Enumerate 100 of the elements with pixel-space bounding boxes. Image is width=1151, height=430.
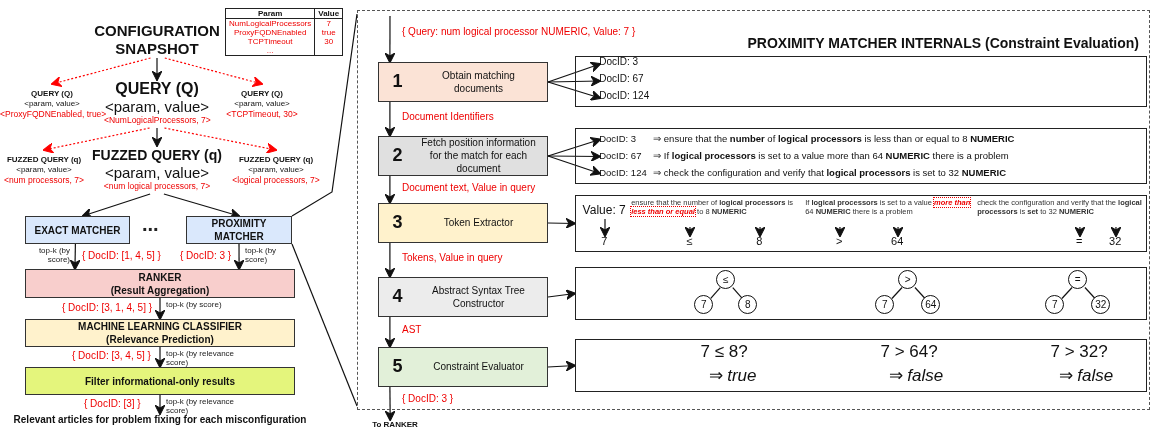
arrow	[684, 226, 696, 238]
matcher-box: EXACT MATCHER	[25, 216, 130, 244]
arrow	[547, 61, 602, 83]
process-step-box	[377, 346, 548, 387]
tree-node-circle: =	[1068, 270, 1088, 290]
arrow	[154, 394, 166, 416]
edge-label: { Query: num logical processor NUMERIC, Value: 7 }	[402, 26, 636, 37]
query-example: <NumLogicalProcessors, 7>	[104, 115, 210, 126]
parameter-name: TCPTimeout	[247, 37, 293, 46]
edge-label: Document text, Value in query	[402, 182, 536, 193]
document-id: DocID: 67	[599, 150, 643, 162]
arrow	[599, 218, 611, 238]
filter-box: Filter informational-only results	[25, 367, 295, 395]
token: 7	[597, 235, 612, 249]
process-step-box	[377, 276, 548, 317]
expanded-view-panel	[357, 10, 1150, 410]
step-number: 1	[391, 71, 404, 92]
query-format: <param, value>	[233, 99, 291, 109]
document-id: DocID: 67	[599, 73, 660, 88]
tree-node-circle: 32	[1091, 295, 1111, 315]
query-format: <param, value>	[23, 99, 81, 109]
document-id: DocID: 124	[599, 167, 648, 179]
comparison-text: 7 > 32?	[1050, 341, 1108, 362]
edge-label: { DocID: [3, 4, 5] }	[72, 350, 151, 361]
query-format: <param, value>	[104, 98, 210, 115]
arrow	[163, 127, 278, 154]
ranking-note: top-k (by score)	[245, 246, 278, 264]
edge-label: { DocID: [3] }	[84, 398, 141, 409]
matched-sentence: ⇒ ensure that the number of logical processors is less than or equal to 8 NUMERIC	[653, 133, 1015, 145]
tree-node-circle: 8	[738, 295, 758, 315]
edge-label: Tokens, Value in query	[402, 252, 503, 263]
document-id: DocID: 3	[599, 56, 660, 71]
query-example: <num processors, 7>	[3, 175, 85, 186]
step-number: 5	[391, 356, 404, 377]
tree-node-circle: 7	[694, 295, 714, 315]
query-format: <param, value>	[103, 164, 211, 181]
step-label: Fetch position information for the match for each document	[420, 136, 537, 175]
arrow	[547, 75, 602, 87]
matcher-box: PROXIMITY MATCHER	[186, 216, 292, 244]
arrow	[384, 175, 396, 205]
document-id: DocID: 3	[599, 133, 638, 145]
process-step-box	[377, 135, 548, 176]
arrow	[384, 242, 396, 279]
ranking-note: top-k (by relevance score)	[166, 349, 236, 367]
arrow	[547, 150, 602, 162]
step-number: 4	[391, 286, 404, 307]
tree-node-circle: >	[898, 270, 918, 290]
result-text: ⇒ false	[1058, 364, 1114, 386]
panel-title: PROXIMITY MATCHER INTERNALS (Constraint Evaluation)	[747, 35, 1139, 51]
matched-sentence: ⇒ check the configuration and verify that logical processors is set to 32 NUMERIC	[653, 167, 1006, 179]
result-text: ⇒ false	[888, 364, 944, 386]
token: 64	[887, 235, 908, 249]
tree-branch	[1084, 286, 1096, 300]
query-title: FUZZED QUERY (q)	[5, 155, 83, 165]
result-text: ⇒ true	[708, 364, 757, 386]
arrow	[547, 360, 577, 372]
edge-label: { DocID: 3 }	[402, 393, 454, 404]
tree-node-circle: 7	[875, 295, 895, 315]
comparison-text: 7 > 64?	[880, 341, 938, 362]
arrow	[547, 81, 602, 101]
process-step-box	[377, 61, 548, 102]
detail-box	[574, 127, 1147, 184]
arrow	[50, 57, 152, 88]
parameter-value: true	[321, 28, 336, 37]
tree-branch	[1061, 286, 1073, 300]
arrow	[547, 155, 602, 176]
tree-branch	[710, 287, 721, 299]
diagram-heading: CONFIGURATION SNAPSHOT	[92, 22, 222, 58]
arrow	[384, 316, 396, 349]
query-title: FUZZED QUERY (q)	[237, 155, 315, 165]
step-label: Obtain matching documents	[441, 68, 516, 95]
query-format: <param, value>	[247, 165, 305, 175]
matched-sentence: ⇒ If logical processors is set to a value more than 64 NUMERIC there is a problem	[653, 150, 1009, 162]
detail-box	[574, 55, 1147, 107]
parameter-name: ...	[266, 46, 274, 55]
arrow	[754, 226, 766, 238]
step-number: 2	[391, 145, 404, 166]
output-target: To RANKER	[365, 420, 425, 430]
column-header: Param	[225, 8, 315, 19]
arrow	[151, 127, 163, 148]
detail-box	[574, 266, 1147, 320]
document-id: DocID: 124	[599, 90, 660, 105]
arrow	[42, 127, 151, 154]
component-title: RANKER	[138, 270, 182, 284]
zoom-line	[291, 13, 358, 217]
ranker-box	[25, 269, 295, 298]
arrow	[547, 217, 577, 229]
arrow	[384, 386, 396, 422]
arrow	[384, 101, 396, 138]
classifier-box	[25, 319, 295, 347]
query-example: <TCPTimeout, 30>	[225, 109, 299, 120]
component-subtitle: (Relevance Prediction)	[106, 333, 214, 346]
step-label: Constraint Evaluator	[432, 360, 525, 373]
edge-label: AST	[402, 324, 422, 335]
tree-node-circle: 64	[921, 295, 941, 315]
tree-branch	[732, 287, 743, 299]
process-step-box	[377, 202, 548, 243]
parameter-name: ProxyFQDNEnabled	[233, 28, 307, 37]
tree-branch	[914, 286, 926, 300]
ranking-note: top-k (by relevance score)	[166, 397, 235, 415]
